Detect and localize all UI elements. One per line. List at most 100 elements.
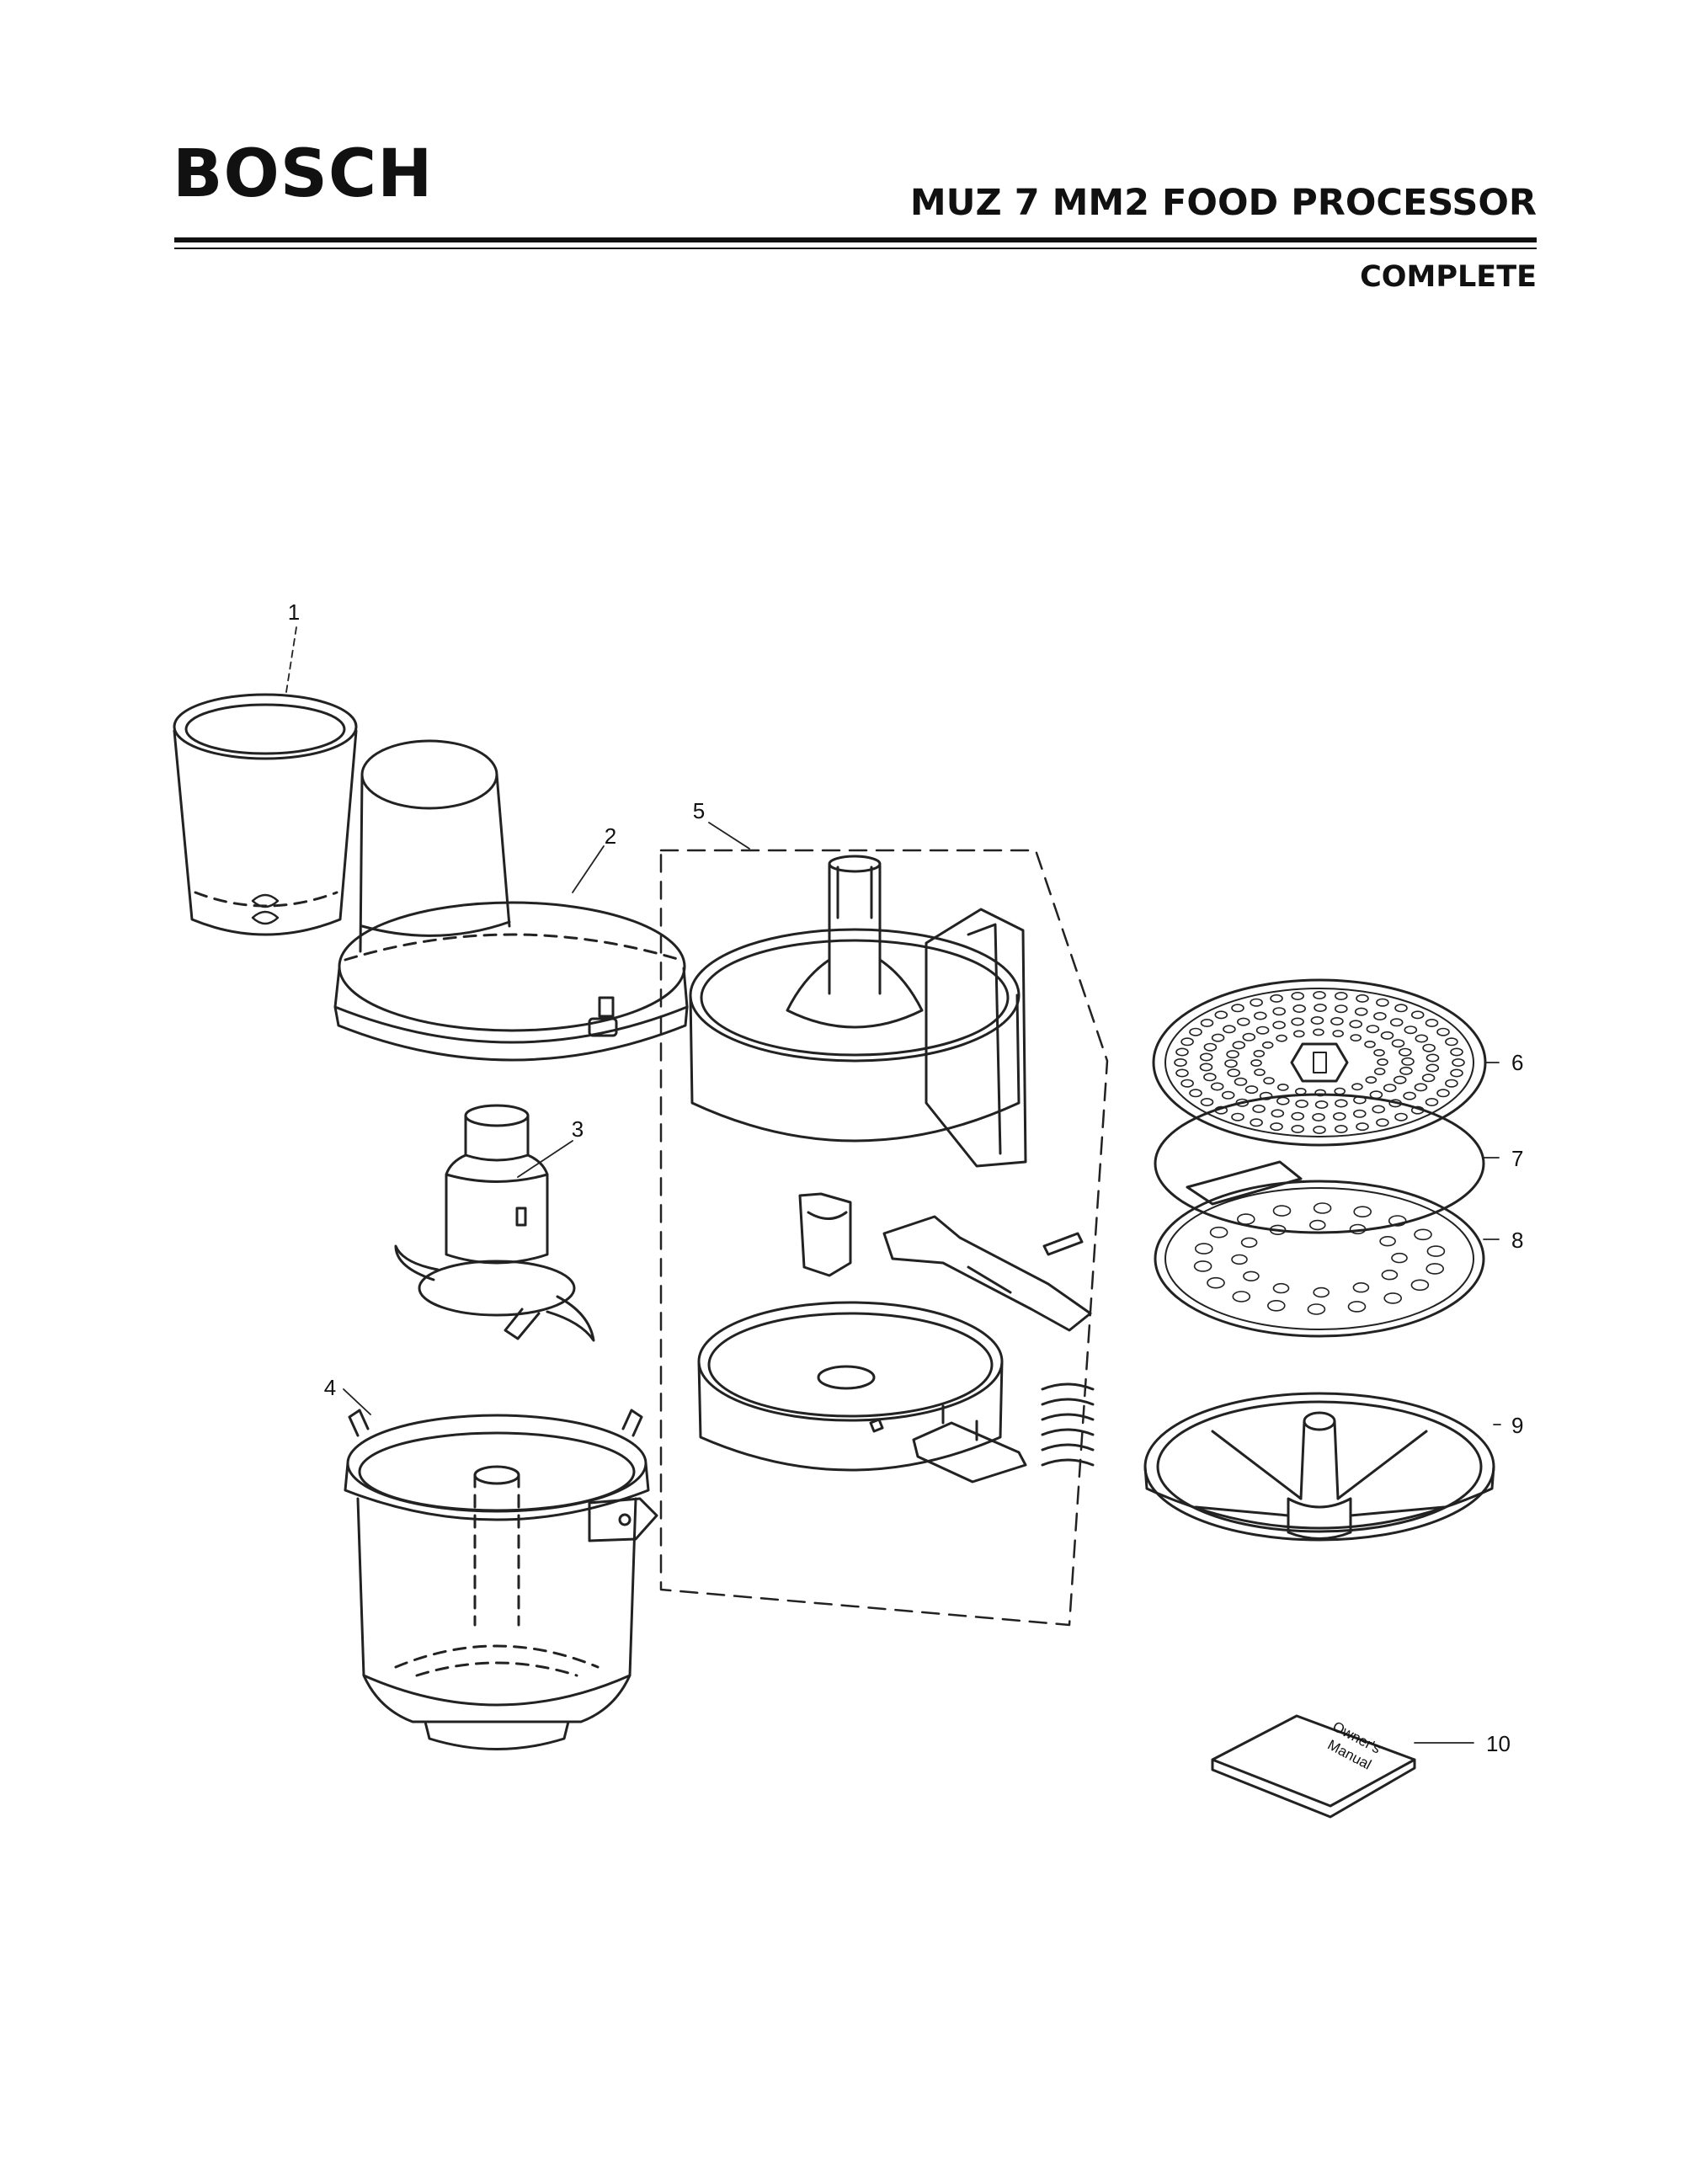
grating-hole: [1250, 998, 1263, 1007]
grating-hole: [1293, 1030, 1305, 1038]
grating-hole: [1372, 1105, 1385, 1114]
grating-hole: [1291, 1111, 1304, 1121]
grating-hole: [1252, 1105, 1266, 1114]
grating-hole: [1270, 1122, 1283, 1132]
grating-hole: [1310, 1016, 1324, 1025]
grating-hole: [1450, 1068, 1463, 1078]
shredding-hole: [1426, 1263, 1444, 1275]
grating-hole: [1401, 1057, 1415, 1066]
part-1-pusher: [173, 693, 358, 936]
grating-hole: [1376, 998, 1389, 1007]
grating-hole: [1223, 1025, 1236, 1034]
grating-hole: [1175, 1068, 1189, 1078]
grating-hole: [1261, 1041, 1274, 1049]
grating-hole: [1404, 1025, 1418, 1035]
grating-hole: [1232, 1041, 1246, 1050]
header-rule-thick: [174, 237, 1537, 242]
callout-8: 8: [1511, 1228, 1523, 1253]
part-5-assembly-group: [659, 849, 1109, 1627]
shredding-hole: [1426, 1245, 1446, 1257]
shredding-hole: [1313, 1286, 1330, 1298]
shredding-hole: [1347, 1301, 1367, 1313]
brand-logo: BOSCH: [173, 136, 434, 212]
grating-hole: [1203, 1042, 1218, 1052]
grating-hole: [1199, 1063, 1213, 1072]
grating-hole: [1271, 1109, 1285, 1118]
callout-2: 2: [605, 823, 616, 849]
shredding-hole: [1307, 1303, 1326, 1315]
grating-hole: [1350, 1034, 1362, 1041]
grating-hole: [1263, 1077, 1275, 1084]
callout-3: 3: [572, 1116, 584, 1142]
shredding-hole: [1383, 1292, 1402, 1304]
shredding-hole: [1379, 1235, 1396, 1247]
grating-hole: [1380, 1031, 1394, 1040]
grating-hole: [1175, 1047, 1189, 1057]
grating-hole: [1422, 1043, 1436, 1052]
grating-hole: [1334, 1087, 1346, 1095]
grating-hole: [1332, 1030, 1344, 1037]
grating-hole: [1349, 1020, 1362, 1029]
grating-hole: [1253, 1050, 1266, 1057]
grating-hole: [1314, 1089, 1326, 1097]
grating-hole: [1272, 1007, 1286, 1016]
shredding-hole: [1388, 1215, 1407, 1227]
grating-hole: [1313, 1028, 1324, 1036]
grating-hole: [1214, 1010, 1228, 1020]
grating-hole: [1291, 1017, 1304, 1026]
leader-lines: [285, 626, 1501, 1744]
grating-hole: [1224, 1059, 1238, 1068]
grating-hole: [1270, 993, 1283, 1003]
grating-hole: [1394, 1004, 1408, 1013]
shredding-hole: [1269, 1224, 1287, 1236]
shredding-hole: [1414, 1228, 1432, 1241]
grating-hole: [1276, 1096, 1290, 1105]
page-title: MUZ 7 MM2 FOOD PROCESSOR: [909, 182, 1537, 224]
grating-hole: [1351, 1083, 1363, 1091]
grating-hole: [1203, 1073, 1217, 1082]
shredding-hole: [1309, 1219, 1326, 1231]
callout-4: 4: [324, 1375, 336, 1400]
grating-hole: [1394, 1112, 1408, 1121]
grating-hole: [1391, 1039, 1405, 1048]
grating-hole: [1425, 1019, 1439, 1028]
grating-hole: [1353, 1109, 1367, 1118]
grating-hole: [1242, 1032, 1256, 1041]
shredding-hole: [1381, 1269, 1399, 1281]
grating-hole: [1354, 1007, 1368, 1016]
shredding-hole: [1349, 1223, 1367, 1235]
grating-hole: [1436, 1027, 1450, 1036]
shredding-hole: [1267, 1300, 1286, 1312]
grating-hole: [1180, 1037, 1194, 1047]
part-8-shredding-disc: [1154, 1180, 1485, 1338]
header-rule-thin: [174, 248, 1537, 249]
grating-hole: [1366, 1025, 1380, 1034]
grating-hole: [1174, 1058, 1187, 1068]
grating-hole: [1450, 1047, 1463, 1057]
callout-1: 1: [288, 599, 300, 625]
shredding-hole: [1237, 1213, 1255, 1225]
shredding-hole: [1232, 1291, 1251, 1302]
grating-hole: [1373, 1068, 1386, 1075]
grating-hole: [1330, 1017, 1344, 1026]
part-2-lid: [333, 739, 689, 1062]
grating-hole: [1356, 1122, 1369, 1132]
grating-hole: [1425, 1098, 1439, 1107]
grating-hole: [1250, 1059, 1262, 1067]
callout-9: 9: [1511, 1413, 1523, 1438]
grating-hole: [1292, 1004, 1306, 1014]
grating-hole: [1314, 1100, 1329, 1110]
grating-hole: [1383, 1084, 1397, 1093]
grating-hole: [1254, 1068, 1266, 1076]
grating-hole: [1421, 1073, 1436, 1083]
grating-hole: [1313, 991, 1326, 1000]
grating-hole: [1452, 1058, 1465, 1068]
grating-hole: [1259, 1091, 1273, 1100]
shredding-hole: [1391, 1252, 1408, 1264]
shredding-hole: [1272, 1205, 1292, 1217]
callout-6: 6: [1511, 1050, 1523, 1075]
grating-hole: [1254, 1011, 1267, 1020]
grating-hole: [1410, 1010, 1425, 1020]
grating-hole: [1180, 1079, 1194, 1088]
grating-hole: [1189, 1089, 1202, 1098]
